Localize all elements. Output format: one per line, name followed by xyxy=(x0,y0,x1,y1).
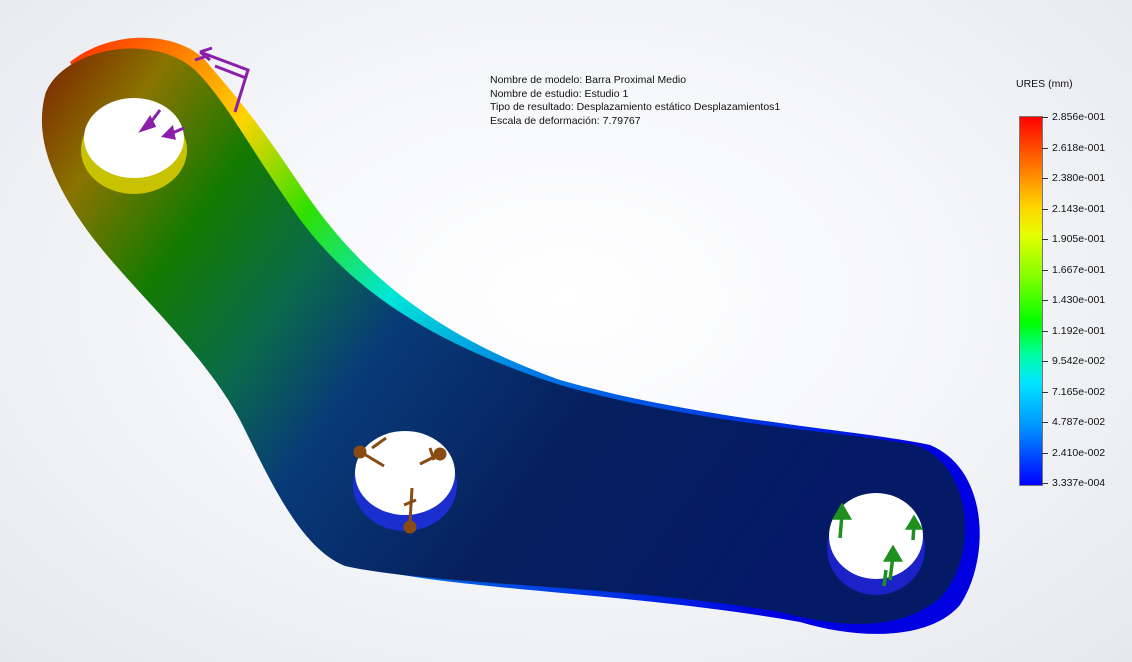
fixture-arrow-icon[interactable] xyxy=(831,502,924,587)
legend-value-label: 2.410e-002 xyxy=(1052,446,1106,459)
load-arrow-icon[interactable] xyxy=(194,46,250,113)
legend-tick xyxy=(1042,361,1048,362)
legend-value-label: 1.667e-001 xyxy=(1052,263,1106,276)
fixed-hinge-icon[interactable] xyxy=(353,436,447,534)
legend-color-bar[interactable] xyxy=(1019,116,1043,486)
legend-tick xyxy=(1042,147,1048,149)
legend-tick xyxy=(1042,483,1048,484)
legend-value-label: 1.905e-001 xyxy=(1052,233,1106,245)
hole-middle xyxy=(353,431,457,531)
legend-tick xyxy=(1042,300,1048,301)
legend-value-label: 1.430e-001 xyxy=(1052,294,1106,306)
legend-value-label: 9.542e-002 xyxy=(1052,355,1106,367)
hole-top-left xyxy=(81,98,187,194)
part-body xyxy=(41,48,966,624)
legend-tick xyxy=(1042,391,1048,393)
legend-tick xyxy=(1042,208,1048,210)
result-type-text: Tipo de resultado: Desplazamiento estáti… xyxy=(490,101,781,113)
deformation-scale-text: Escala de deformación: 7.79767 xyxy=(490,114,641,127)
legend-value-label: 2.618e-001 xyxy=(1052,141,1106,154)
legend-value-label: 2.143e-001 xyxy=(1052,202,1106,215)
legend-title: URES (mm) xyxy=(1016,78,1073,90)
legend-value-label: 2.380e-001 xyxy=(1052,172,1106,184)
study-info-panel: Nombre de modelo: Barra Proximal Medio N… xyxy=(490,74,780,128)
legend-tick xyxy=(1042,330,1048,332)
legend-value-label: 4.787e-002 xyxy=(1052,416,1106,428)
legend-tick xyxy=(1042,178,1048,179)
legend-value-label: 2.856e-001 xyxy=(1052,111,1106,123)
legend-tick xyxy=(1042,269,1048,271)
legend-tick xyxy=(1042,117,1048,118)
study-name-text: Nombre de estudio: Estudio 1 xyxy=(490,87,629,100)
legend-value-label: 1.192e-001 xyxy=(1052,324,1106,337)
legend-tick xyxy=(1042,422,1048,423)
legend-tick xyxy=(1042,452,1048,454)
legend-value-label: 3.337e-004 xyxy=(1052,477,1106,489)
legend-tick xyxy=(1042,239,1048,240)
model-name-text: Nombre de modelo: Barra Proximal Medio xyxy=(490,74,687,86)
load-arrow-icon[interactable] xyxy=(138,109,185,140)
legend-value-label: 7.165e-002 xyxy=(1052,385,1106,398)
